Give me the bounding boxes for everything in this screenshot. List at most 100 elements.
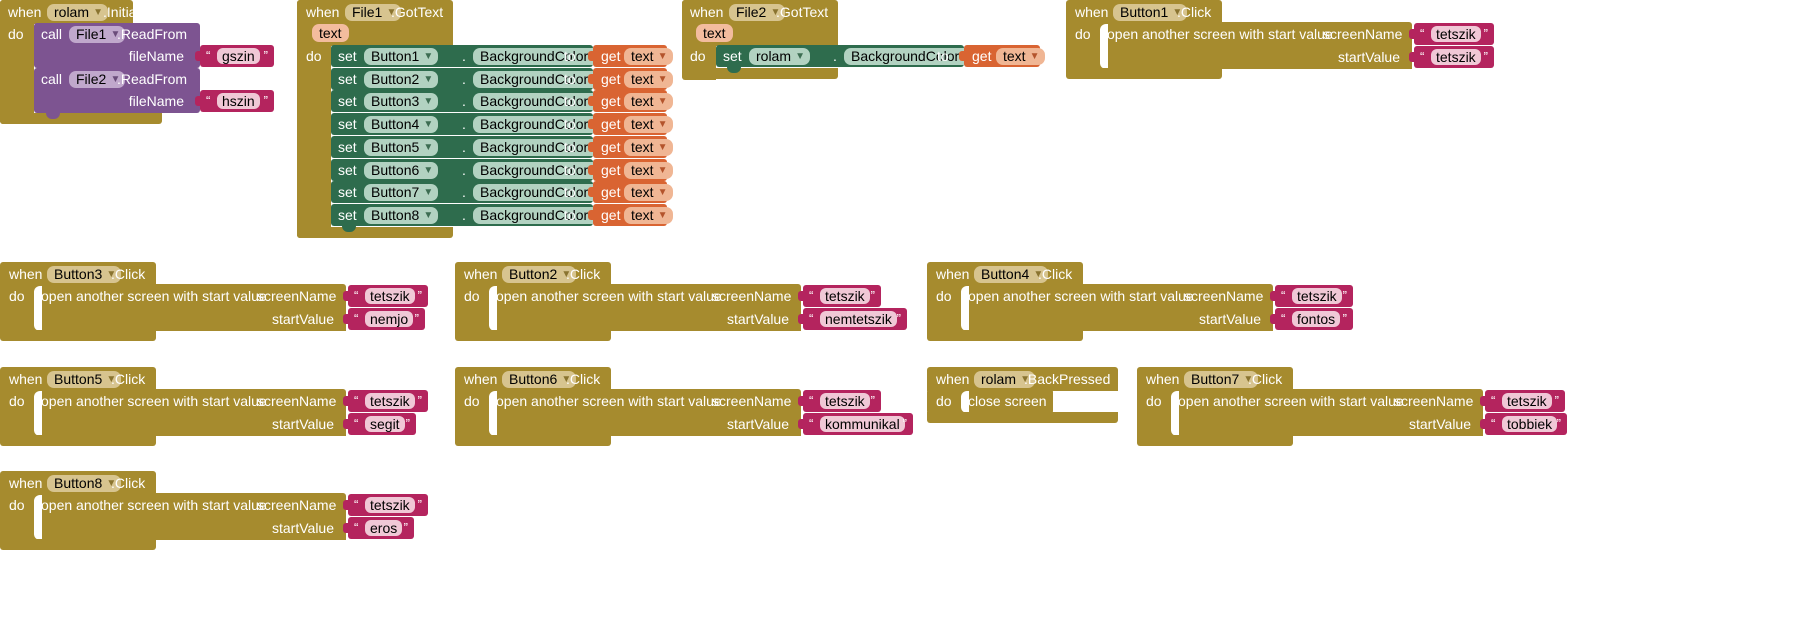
text-block-gszin[interactable]: “ gszin ” [195, 45, 274, 67]
text-value[interactable]: tetszik [820, 393, 870, 409]
event-block-rolam-initialize[interactable]: when rolam .Initialize do call File1 .Re… [0, 0, 274, 124]
get-block[interactable]: get text [588, 204, 673, 226]
event-block-rolam-backpressed[interactable]: when rolam .BackPressed do close screen [927, 367, 1118, 423]
set-block-button4[interactable]: set Button4 . BackgroundColor to [331, 113, 608, 135]
text-value[interactable]: tetszik [365, 393, 415, 409]
component-dropdown[interactable]: Button1 [1113, 4, 1188, 21]
variable-dropdown[interactable]: text [624, 184, 673, 201]
event-block-button2-click[interactable]: when Button2 .Click do open another scre… [455, 262, 910, 341]
component-dropdown[interactable]: Button2 [364, 71, 439, 88]
component-dropdown[interactable]: Button1 [364, 48, 439, 65]
component-dropdown[interactable]: rolam [47, 4, 109, 21]
component-dropdown[interactable]: Button2 [502, 266, 577, 283]
text-value[interactable]: hszin [217, 93, 260, 109]
param-text[interactable]: text [312, 24, 349, 42]
text-block-hszin[interactable]: “ hszin ” [195, 90, 274, 112]
component-dropdown[interactable]: Button3 [364, 93, 439, 110]
text-block-start-value[interactable]: “ kommunikal ” [798, 413, 913, 435]
text-value[interactable]: kommunikal [820, 416, 905, 432]
variable-dropdown[interactable]: text [624, 162, 673, 179]
component-dropdown[interactable]: Button7 [1184, 371, 1259, 388]
text-value[interactable]: tetszik [365, 497, 415, 513]
set-block-button1[interactable]: set Button1 . BackgroundColor to [331, 45, 608, 67]
component-dropdown[interactable]: Button5 [47, 371, 122, 388]
text-block-screen-name[interactable]: “ tetszik ” [1409, 23, 1494, 45]
text-value[interactable]: tobbiek [1502, 416, 1558, 432]
text-block-start-value[interactable]: “ tetszik ” [1409, 46, 1494, 68]
text-value[interactable]: eros [365, 520, 403, 536]
text-value[interactable]: nemjo [365, 311, 414, 327]
text-value[interactable]: tetszik [1431, 26, 1481, 42]
text-block-screen-name[interactable]: “ tetszik ” [343, 390, 428, 412]
property-dropdown[interactable]: BackgroundColor [844, 48, 979, 65]
event-block-button6-click[interactable]: when Button6 .Click do open another scre… [455, 367, 915, 446]
text-value[interactable]: tetszik [820, 288, 870, 304]
call-block-file2-readfrom[interactable]: call File2 .ReadFrom fileName [34, 68, 200, 113]
text-value[interactable]: tetszik [1431, 49, 1481, 65]
text-value[interactable]: tetszik [1292, 288, 1342, 304]
get-block[interactable]: get text [588, 45, 673, 67]
text-block-start-value[interactable]: “ tobbiek ” [1480, 413, 1567, 435]
variable-dropdown[interactable]: text [624, 139, 673, 156]
component-dropdown[interactable]: Button5 [364, 139, 439, 156]
text-value[interactable]: tetszik [1502, 393, 1552, 409]
get-block[interactable]: get text [588, 113, 673, 135]
variable-dropdown[interactable]: text [624, 207, 673, 224]
variable-dropdown[interactable]: text [624, 116, 673, 133]
property-dropdown[interactable]: BackgroundColor [473, 184, 608, 201]
event-block-button3-click[interactable]: when Button3 .Click do open another scre… [0, 262, 430, 341]
text-value[interactable]: gszin [217, 48, 260, 64]
set-block-button3[interactable]: set Button3 . BackgroundColor to [331, 90, 608, 112]
component-dropdown[interactable]: File1 [69, 26, 126, 43]
text-block-screen-name[interactable]: “ tetszik ” [343, 285, 428, 307]
component-dropdown[interactable]: rolam [749, 48, 811, 65]
text-value[interactable]: tetszik [365, 288, 415, 304]
component-dropdown[interactable]: Button6 [364, 162, 439, 179]
text-block-start-value[interactable]: “ segit ” [343, 413, 416, 435]
set-block-button7[interactable]: set Button7 . BackgroundColor to [331, 181, 608, 203]
set-block-button6[interactable]: set Button6 . BackgroundColor to [331, 159, 608, 181]
event-block-file1-gottext[interactable]: when File1 .GotText text do set Button1 … [297, 0, 673, 238]
text-block-start-value[interactable]: “ nemjo ” [343, 308, 425, 330]
text-block-start-value[interactable]: “ nemtetszik ” [798, 308, 907, 330]
get-block[interactable]: get text [588, 159, 673, 181]
component-dropdown[interactable]: File1 [345, 4, 402, 21]
event-block-button8-click[interactable]: when Button8 .Click do open another scre… [0, 471, 430, 550]
component-dropdown[interactable]: Button7 [364, 184, 439, 201]
text-block-screen-name[interactable]: “ tetszik ” [798, 390, 881, 412]
variable-dropdown[interactable]: text [624, 71, 673, 88]
event-block-button1-click[interactable]: when Button1 .Click do open another scre… [1066, 0, 1496, 79]
component-dropdown[interactable]: Button3 [47, 266, 122, 283]
set-block-button5[interactable]: set Button5 . BackgroundColor to [331, 136, 608, 158]
event-block-button4-click[interactable]: when Button4 .Click do open another scre… [927, 262, 1357, 341]
variable-dropdown[interactable]: text [624, 48, 673, 65]
text-block-start-value[interactable]: “ fontos ” [1270, 308, 1353, 330]
get-block[interactable]: get text [588, 136, 673, 158]
component-dropdown[interactable]: Button4 [974, 266, 1049, 283]
text-value[interactable]: segit [365, 416, 405, 432]
set-block-button2[interactable]: set Button2 . BackgroundColor to [331, 68, 608, 90]
property-dropdown[interactable]: BackgroundColor [473, 207, 608, 224]
component-dropdown[interactable]: File2 [69, 71, 126, 88]
text-block-screen-name[interactable]: “ tetszik ” [798, 285, 881, 307]
get-block[interactable]: get text [588, 181, 673, 203]
property-dropdown[interactable]: BackgroundColor [473, 116, 608, 133]
text-block-screen-name[interactable]: “ tetszik ” [1270, 285, 1353, 307]
call-block-file1-readfrom[interactable]: call File1 .ReadFrom fileName [34, 23, 200, 68]
component-dropdown[interactable]: File2 [729, 4, 786, 21]
get-block[interactable]: get text [959, 45, 1045, 67]
component-dropdown[interactable]: Button8 [47, 475, 122, 492]
text-block-start-value[interactable]: “ eros ” [343, 517, 414, 539]
variable-dropdown[interactable]: text [624, 93, 673, 110]
event-block-button7-click[interactable]: when Button7 .Click do open another scre… [1137, 367, 1567, 446]
get-block[interactable]: get text [588, 68, 673, 90]
component-dropdown[interactable]: Button6 [502, 371, 577, 388]
event-block-button5-click[interactable]: when Button5 .Click do open another scre… [0, 367, 430, 446]
component-dropdown[interactable]: Button8 [364, 207, 439, 224]
text-block-screen-name[interactable]: “ tetszik ” [1480, 390, 1565, 412]
variable-dropdown[interactable]: text [996, 48, 1045, 65]
component-dropdown[interactable]: Button4 [364, 116, 439, 133]
text-block-screen-name[interactable]: “ tetszik ” [343, 494, 428, 516]
set-block-button8[interactable]: set Button8 . BackgroundColor to [331, 204, 608, 226]
text-value[interactable]: nemtetszik [820, 311, 897, 327]
